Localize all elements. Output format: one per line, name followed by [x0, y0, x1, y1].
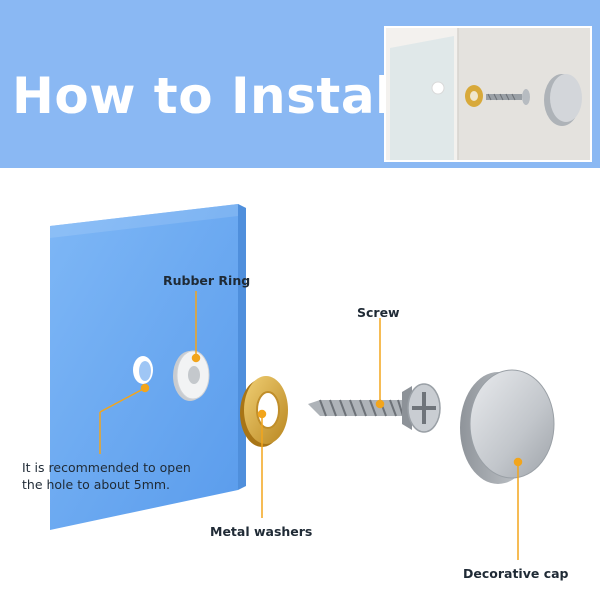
leader-lines: [99, 291, 523, 560]
screw: [308, 383, 441, 433]
label-rubber-ring: Rubber Ring: [163, 273, 251, 288]
screw-icon: [486, 89, 530, 105]
metal-washer: [240, 376, 288, 447]
cap-icon: [544, 74, 582, 126]
assembly-diagram: [0, 168, 600, 600]
page-title: How to Install: [12, 67, 411, 125]
washer-icon: [465, 85, 483, 107]
installed-photo-illustration: [386, 28, 590, 160]
rubber-ring: [173, 350, 210, 401]
decorative-cap: [460, 369, 555, 484]
label-hole-note-line1: It is recommended to open: [22, 460, 191, 475]
label-hole-note-line2: the hole to about 5mm.: [22, 477, 171, 492]
label-metal-washers: Metal washers: [210, 524, 313, 539]
assembly-illustration: [50, 204, 555, 560]
leader-hole: [99, 387, 146, 413]
label-screw: Screw: [357, 305, 400, 320]
label-decorative-cap: Decorative cap: [463, 566, 569, 581]
installed-photo: [384, 26, 592, 162]
drilled-hole: [133, 356, 153, 384]
